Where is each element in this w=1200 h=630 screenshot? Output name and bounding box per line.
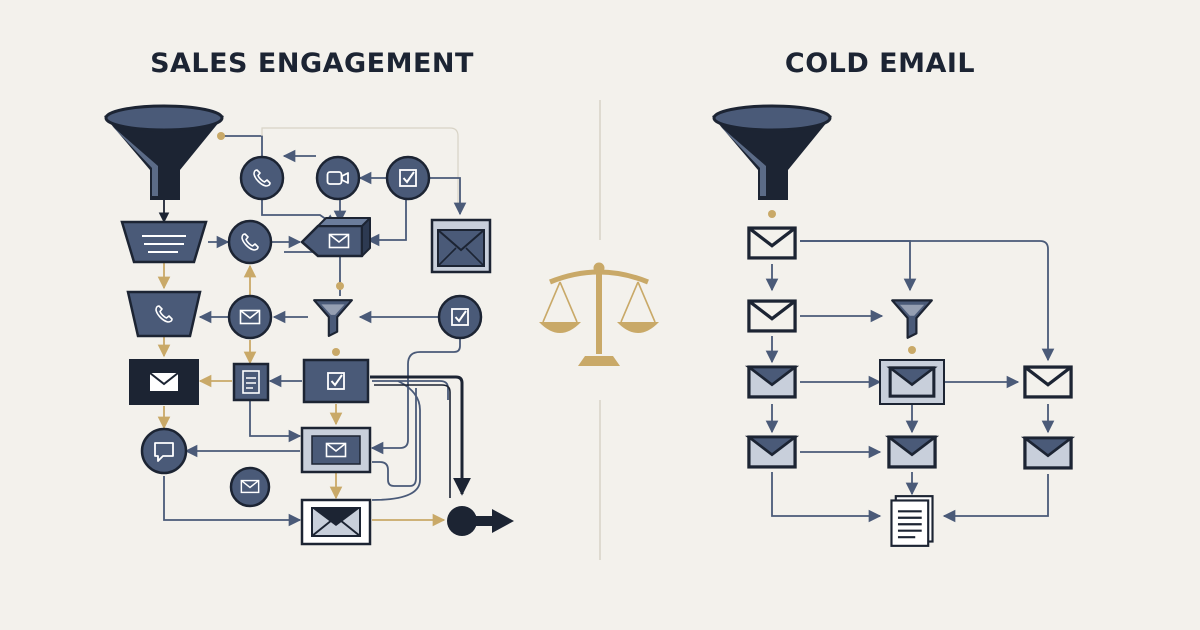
envelope-box-large bbox=[300, 498, 372, 546]
envelope-box-dark bbox=[129, 359, 199, 405]
list-trapezoid-icon bbox=[120, 220, 208, 264]
cold-email-connectors bbox=[765, 240, 1055, 523]
cold-email-flow bbox=[712, 104, 1073, 547]
envelope-icon bbox=[747, 226, 797, 260]
document-icon bbox=[890, 495, 934, 547]
envelope-box bbox=[300, 426, 372, 474]
checkbox-icon bbox=[437, 294, 483, 340]
envelope-icon bbox=[1023, 436, 1073, 470]
envelope-icon bbox=[1023, 365, 1073, 399]
envelope-circle-icon bbox=[227, 294, 273, 340]
funnel-icon bbox=[712, 104, 832, 200]
sales-engagement-title: SALES ENGAGEMENT bbox=[150, 48, 474, 79]
envelope-box-3d bbox=[300, 217, 371, 258]
sales-engagement-flow bbox=[104, 104, 514, 546]
checkbox-icon bbox=[385, 155, 431, 201]
gold-dot bbox=[217, 132, 225, 140]
envelope-circle-icon bbox=[229, 466, 271, 508]
chat-bubble-icon bbox=[140, 427, 188, 475]
envelope-icon bbox=[747, 299, 797, 333]
gold-dot bbox=[332, 348, 340, 356]
envelope-icon bbox=[747, 435, 797, 469]
sales-main-path bbox=[370, 375, 471, 496]
phone-icon bbox=[239, 155, 285, 201]
gold-dot bbox=[336, 282, 344, 290]
gold-dot bbox=[768, 210, 776, 218]
funnel-icon bbox=[104, 104, 224, 200]
checkbox-box bbox=[302, 358, 370, 404]
phone-trapezoid-icon bbox=[126, 290, 202, 338]
balance-scale-icon bbox=[539, 262, 659, 366]
sales-return-path bbox=[374, 384, 451, 498]
target-arrow-icon bbox=[447, 506, 514, 536]
gold-dot bbox=[908, 346, 916, 354]
envelope-box bbox=[879, 359, 945, 405]
phone-icon bbox=[227, 219, 273, 265]
document-icon bbox=[232, 362, 270, 402]
cold-email-title: COLD EMAIL bbox=[784, 48, 976, 79]
funnel-small-icon bbox=[891, 299, 933, 339]
envelope-icon bbox=[747, 365, 797, 399]
funnel-small-icon bbox=[313, 299, 353, 337]
envelope-box bbox=[430, 218, 492, 274]
video-camera-icon bbox=[315, 155, 361, 201]
envelope-icon bbox=[887, 435, 937, 469]
